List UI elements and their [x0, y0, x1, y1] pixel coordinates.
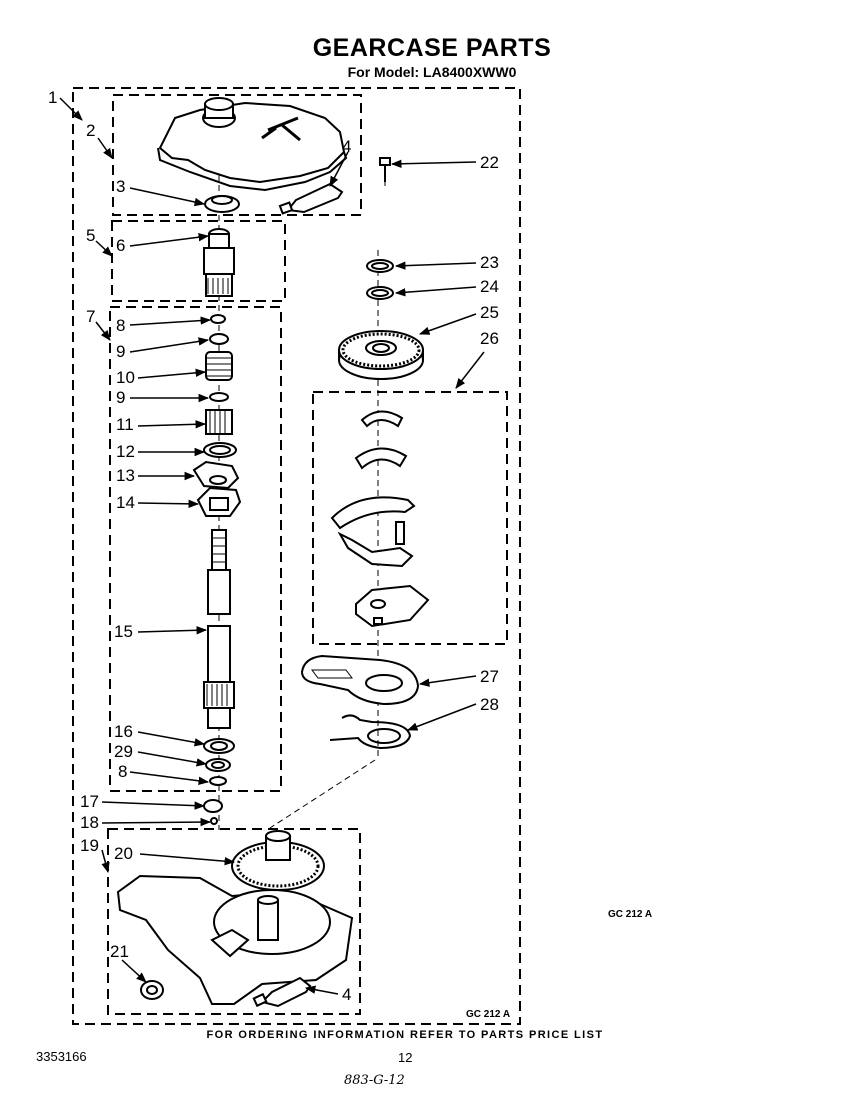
callout-16: 16 [114, 722, 133, 741]
callout-7: 7 [86, 307, 95, 326]
shift-box-26 [312, 391, 508, 645]
seal-part [204, 195, 240, 213]
callout-10: 10 [116, 368, 135, 387]
screw-part [379, 157, 391, 182]
shift-lever-part [300, 654, 420, 706]
callout-4-top: 4 [342, 137, 351, 156]
pinion-part [203, 228, 235, 297]
clip-part [329, 714, 412, 750]
callout-8-top: 8 [116, 316, 125, 335]
callout-28: 28 [480, 695, 499, 714]
callout-20: 20 [114, 844, 133, 863]
agitate-shaft-part [203, 529, 235, 729]
assembly-box-1 [72, 87, 521, 1025]
callout-9-bottom: 9 [116, 388, 125, 407]
drive-gear-part [338, 330, 424, 380]
callout-3: 3 [116, 177, 125, 196]
callout-6: 6 [116, 236, 125, 255]
callout-19: 19 [80, 836, 99, 855]
callout-25: 25 [480, 303, 499, 322]
callout-5: 5 [86, 226, 95, 245]
callout-2: 2 [86, 121, 95, 140]
callout-18: 18 [80, 813, 99, 832]
callout-21: 21 [110, 942, 129, 961]
callout-22: 22 [480, 153, 499, 172]
cover-box-2 [112, 94, 362, 216]
shift-assembly-parts [330, 410, 430, 628]
main-gear-part [231, 830, 325, 891]
retaining-rings-parts [366, 259, 394, 300]
lower-washer-parts [203, 738, 235, 825]
callout-14: 14 [116, 493, 135, 512]
page-number: 12 [398, 1050, 413, 1065]
gearcase-housing-part [116, 874, 354, 1005]
callout-15: 15 [114, 622, 133, 641]
grease-tube-part-top [278, 182, 344, 215]
ordering-note: FOR ORDERING INFORMATION REFER TO PARTS … [206, 1029, 604, 1041]
callout-9-top: 9 [116, 342, 125, 361]
callout-24: 24 [480, 277, 499, 296]
callout-27: 27 [480, 667, 499, 686]
handwritten-note: 883-G-12 [344, 1073, 405, 1088]
callout-29: 29 [114, 742, 133, 761]
callout-26: 26 [480, 329, 499, 348]
page-title: GEARCASE PARTS [312, 34, 552, 62]
callout-13: 13 [116, 466, 135, 485]
callout-17: 17 [80, 792, 99, 811]
callout-4-bottom: 4 [342, 985, 351, 1004]
callout-1: 1 [48, 88, 57, 107]
figure-code-outer: GC 212 A [608, 909, 653, 920]
model-subtitle: For Model: LA8400XWW0 [347, 64, 517, 80]
gearcase-cover-part [157, 97, 348, 192]
callout-8-bottom: 8 [118, 762, 127, 781]
figure-code-inner: GC 212 A [466, 1009, 511, 1020]
grease-tube-part-bottom [252, 976, 312, 1008]
callout-12: 12 [116, 442, 135, 461]
cap-part [140, 980, 164, 1000]
callout-23: 23 [480, 253, 499, 272]
gearcase-box-19 [107, 828, 361, 1015]
document-number: 3353166 [36, 1049, 87, 1064]
shaft-stack-parts [192, 314, 242, 517]
callout-11: 11 [116, 415, 134, 434]
shaft-box-7 [109, 306, 282, 792]
pinion-box-5 [111, 220, 286, 302]
